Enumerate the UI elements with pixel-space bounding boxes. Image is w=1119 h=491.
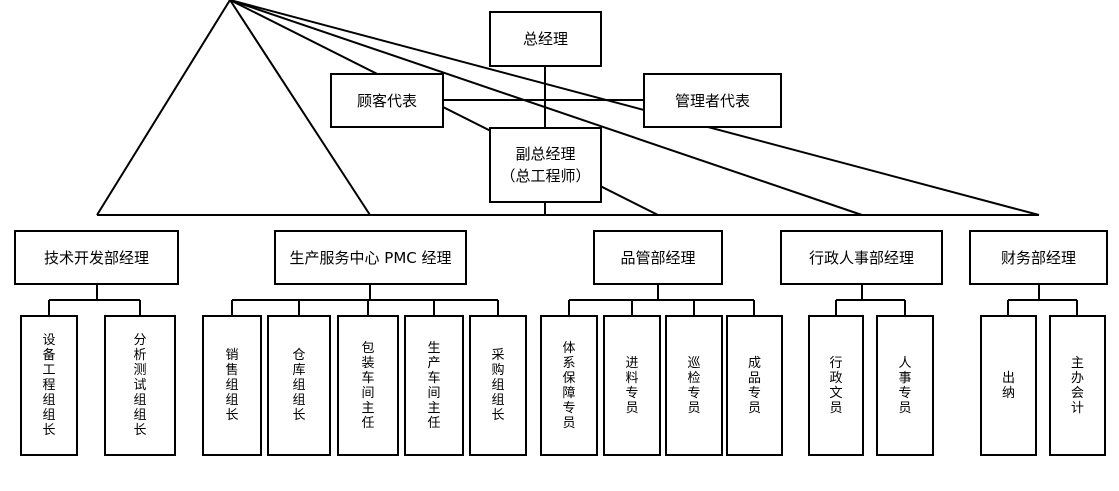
- team-label-purchasing: 采购组组长: [491, 348, 505, 423]
- connector-line-8: [229, 0, 1040, 216]
- team-label-analysis: 分析测试组组长: [133, 333, 147, 438]
- deputy-gm-box: 副总经理 （总工程师）: [489, 127, 602, 203]
- management-rep-label: 管理者代表: [674, 91, 750, 110]
- team-box-cashier: 出纳: [980, 315, 1037, 456]
- team-label-system-assurance: 体系保障专员: [562, 340, 576, 431]
- team-box-chief-accountant: 主办会计: [1049, 315, 1106, 456]
- team-box-sales: 销售组组长: [202, 315, 262, 456]
- team-box-analysis: 分析测试组组长: [104, 315, 176, 456]
- team-label-finished-goods: 成品专员: [747, 355, 761, 416]
- dept-finance-label: 财务部经理: [1000, 248, 1076, 267]
- team-box-purchasing: 采购组组长: [469, 315, 527, 456]
- team-label-inspection: 巡检专员: [687, 355, 701, 416]
- team-box-hr-specialist: 人事专员: [876, 315, 934, 456]
- deputy-gm-sub-label: （总工程师）: [500, 167, 591, 185]
- dept-qc-box: 品管部经理: [593, 230, 723, 285]
- team-box-finished-goods: 成品专员: [726, 315, 783, 456]
- general-manager-label: 总经理: [522, 30, 568, 48]
- connector-line-4: [96, 0, 231, 216]
- team-box-warehouse: 仓库组组长: [267, 315, 331, 456]
- dept-tech-dev-box: 技术开发部经理: [14, 230, 179, 285]
- connector-line-7: [229, 0, 863, 216]
- dept-qc-label: 品管部经理: [620, 248, 696, 267]
- team-label-hr-specialist: 人事专员: [898, 355, 912, 416]
- connector-line-5: [229, 0, 371, 216]
- dept-admin-hr-box: 行政人事部经理: [780, 230, 943, 285]
- dept-admin-hr-label: 行政人事部经理: [808, 248, 914, 267]
- customer-rep-box: 顾客代表: [330, 73, 444, 128]
- dept-tech-dev-label: 技术开发部经理: [43, 248, 149, 267]
- dept-pmc-box: 生产服务中心 PMC 经理: [274, 230, 467, 285]
- team-label-cashier: 出纳: [1001, 370, 1015, 401]
- dept-pmc-label: 生产服务中心 PMC 经理: [289, 248, 452, 267]
- team-box-admin-clerk: 行政文员: [808, 315, 864, 456]
- team-label-production: 生产车间主任: [427, 340, 441, 431]
- team-label-packaging: 包装车间主任: [361, 340, 375, 431]
- team-box-inspection: 巡检专员: [665, 315, 723, 456]
- team-box-production: 生产车间主任: [404, 315, 464, 456]
- team-box-system-assurance: 体系保障专员: [540, 315, 598, 456]
- team-label-warehouse: 仓库组组长: [292, 348, 306, 423]
- management-rep-box: 管理者代表: [643, 73, 782, 128]
- dept-finance-box: 财务部经理: [969, 230, 1108, 285]
- team-box-incoming: 进料专员: [603, 315, 661, 456]
- team-label-sales: 销售组组长: [225, 348, 239, 423]
- team-box-packaging: 包装车间主任: [337, 315, 399, 456]
- deputy-gm-label: 副总经理: [515, 145, 576, 163]
- team-label-equipment: 设备工程组组长: [42, 333, 56, 438]
- team-label-admin-clerk: 行政文员: [829, 355, 843, 416]
- customer-rep-label: 顾客代表: [356, 91, 417, 110]
- general-manager-box: 总经理: [489, 11, 602, 67]
- team-label-chief-accountant: 主办会计: [1070, 355, 1084, 416]
- team-label-incoming: 进料专员: [625, 355, 639, 416]
- team-box-equipment: 设备工程组组长: [20, 315, 78, 456]
